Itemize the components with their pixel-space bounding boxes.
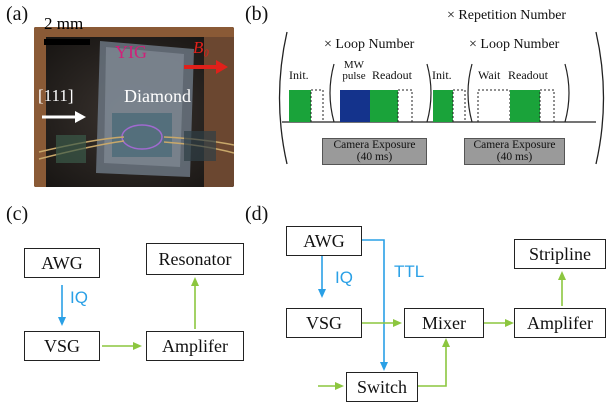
- camera-exposure-2-line2: (40 ms): [496, 151, 533, 163]
- awg-box-d: AWG: [286, 226, 362, 256]
- amplifier-box-c: Amplifer: [146, 331, 244, 361]
- wait-label: Wait: [478, 68, 501, 82]
- init-label-1: Init.: [289, 68, 309, 82]
- scale-bar-label: 2 mm: [44, 14, 84, 33]
- b0-label: B₀: [193, 38, 210, 57]
- iq-label-d: IQ: [335, 268, 353, 287]
- camera-exposure-1-line1: Camera Exposure: [333, 139, 416, 151]
- readout-label-2: Readout: [508, 68, 548, 82]
- vsg-box-c: VSG: [24, 331, 100, 361]
- panel-label-a: (a): [6, 3, 29, 25]
- camera-exposure-2-line1: Camera Exposure: [473, 139, 556, 151]
- stripline-box: Stripline: [514, 239, 606, 269]
- iq-label-c: IQ: [70, 288, 88, 307]
- panel-label-d: (d): [245, 203, 269, 225]
- panel-label-c: (c): [6, 203, 29, 225]
- readout-pulse-2: [510, 90, 540, 122]
- sample-photo: [34, 27, 234, 187]
- ttl-label: TTL: [394, 262, 425, 281]
- readout-pulse-1: [370, 90, 398, 122]
- amplifier-box-d: Amplifer: [514, 308, 606, 338]
- repetition-label: × Repetition Number: [447, 8, 567, 23]
- camera-exposure-1: Camera Exposure (40 ms): [322, 138, 427, 165]
- init-pulse-1: [289, 90, 311, 122]
- mixer-box: Mixer: [404, 308, 484, 338]
- mw-pulse-label: MW pulse: [342, 59, 366, 82]
- resonator-box: Resonator: [146, 243, 244, 275]
- camera-exposure-2: Camera Exposure (40 ms): [464, 138, 565, 165]
- camera-exposure-1-line2: (40 ms): [356, 151, 393, 163]
- sample-photo-illustration: [34, 27, 234, 187]
- init-label-2: Init.: [432, 68, 452, 82]
- direction-label: [111]: [38, 86, 74, 105]
- vsg-box-d: VSG: [286, 308, 362, 338]
- readout-label-1: Readout: [372, 68, 412, 82]
- init-pulse-2: [433, 90, 453, 122]
- mw-pulse: [340, 90, 370, 122]
- yig-label: YIG: [115, 42, 147, 62]
- diamond-label: Diamond: [124, 86, 191, 106]
- loop-label-1: × Loop Number: [324, 37, 415, 52]
- switch-box: Switch: [346, 372, 418, 402]
- loop-label-2: × Loop Number: [469, 37, 560, 52]
- awg-box-c: AWG: [24, 248, 100, 278]
- panel-label-b: (b): [245, 3, 269, 25]
